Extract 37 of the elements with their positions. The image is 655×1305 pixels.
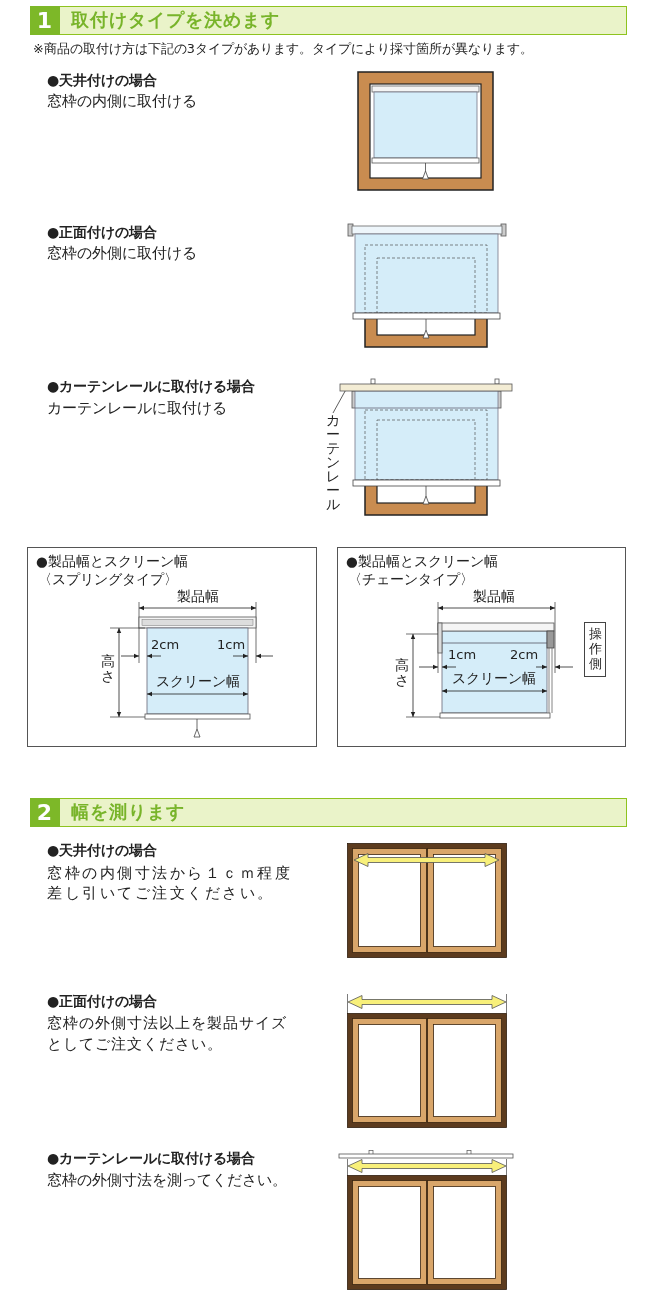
panel-heading: ●製品幅とスクリーン幅 [36,553,188,570]
diagram-panel [337,547,626,747]
curtain-rail [339,383,513,392]
callout-label: カーテンレール [325,413,341,511]
case-heading: ●天井付けの場合 [47,72,158,89]
section-header-band [30,6,627,35]
operation-side-tag: 操作側 [584,622,606,677]
case-heading: ●カーテンレールに取付ける場合 [47,1150,256,1167]
dimension-label: 2cm [510,647,539,663]
section-header-band [30,798,627,827]
case-heading: ●正面付けの場合 [47,224,158,241]
dimension-label: 製品幅 [473,588,515,605]
dimension-label: スクリーン幅 [156,673,240,690]
step-number-badge: 1 [29,5,60,35]
panel-heading: ●製品幅とスクリーン幅 [346,553,498,570]
dimension-label: 1cm [448,647,477,663]
diagram-panel [27,547,317,747]
dimension-label: 2cm [151,637,180,653]
leader-line [332,390,346,414]
case-description: 窓枠の内側寸法から１ｃｍ程度差し引いてご注文ください。 [47,863,293,903]
case-description: カーテンレールに取付ける [47,399,227,417]
dimension-label: 1cm [217,637,246,653]
case-heading: ●正面付けの場合 [47,993,158,1010]
section-title: 幅を測ります [71,801,185,823]
case-description: 窓枠の内側に取付ける [47,92,197,110]
dimension-label: 高さ [100,654,115,685]
note-text: ※商品の取付け方は下記の3タイプがあります。タイプにより採寸箇所が異なります。 [33,41,533,57]
dimension-label: 製品幅 [177,588,219,605]
panel-subheading: 〈スプリングタイプ〉 [38,571,178,588]
panel-subheading: 〈チェーンタイプ〉 [348,571,474,588]
case-description: 窓枠の外側に取付ける [47,244,197,262]
dimension-label: 高さ [394,658,409,689]
case-description: 窓枠の外側寸法を測ってください。 [47,1171,287,1189]
step-number-badge: 2 [29,797,60,827]
case-heading: ●カーテンレールに取付ける場合 [47,378,256,395]
case-description: 窓枠の外側寸法以上を製品サイズとしてご注文ください。 [47,1013,288,1055]
section-title: 取付けタイプを決めます [71,9,280,31]
